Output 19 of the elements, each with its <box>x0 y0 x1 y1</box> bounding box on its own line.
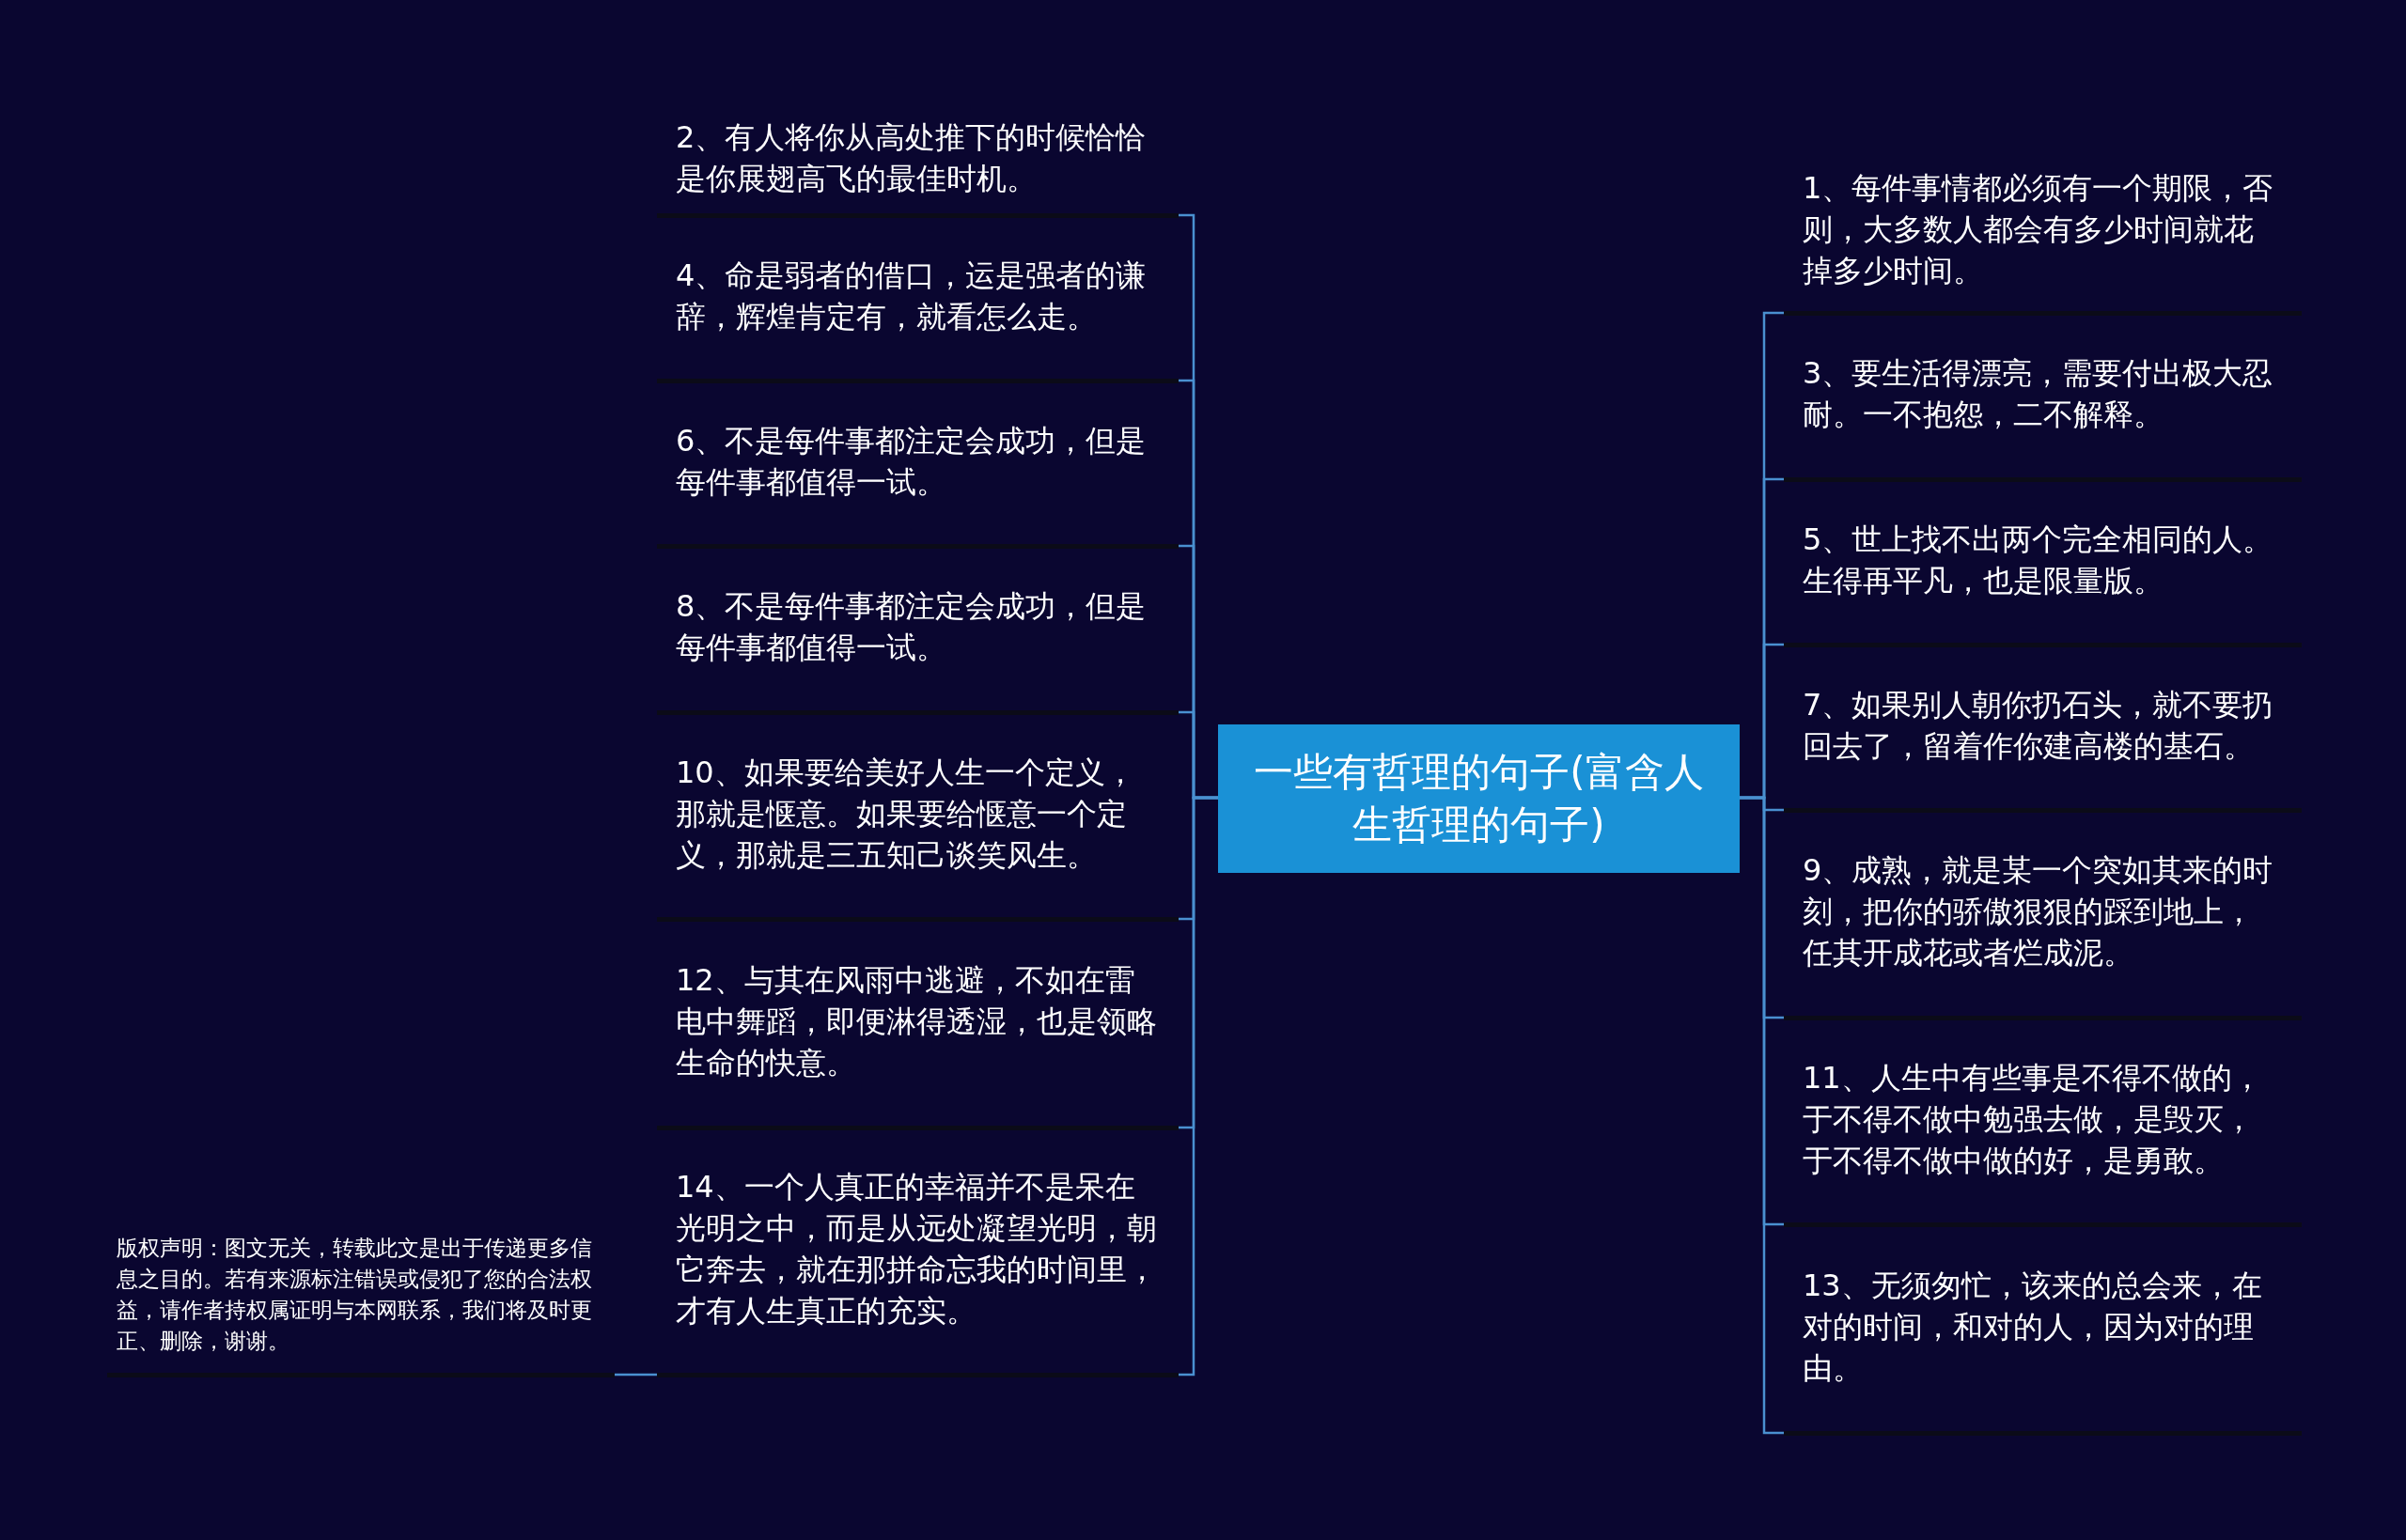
sentence-text: 4、命是弱者的借口，运是强者的谦辞，辉煌肯定有，就看怎么走。 <box>657 218 1179 383</box>
topic-box: 一些有哲理的句子(富含人生哲理的句子) <box>1218 724 1740 873</box>
sentence-text: 11、人生中有些事是不得不做的，于不得不做中勉强去做，是毁灭，于不得不做中做的好，是勇敢。 <box>1784 1020 2302 1227</box>
sentence-text: 14、一个人真正的幸福并不是呆在光明之中，而是从远处凝望光明，朝它奔去，就在那拼命忘我的时间里，才有人生真正的充实。 <box>657 1130 1179 1377</box>
connector-line <box>1740 796 1784 1435</box>
sentence-text: 3、要生活得漂亮，需要付出极大忍耐。一不抱怨，二不解释。 <box>1784 316 2302 482</box>
sentence-text: 7、如果别人朝你扔石头，就不要扔回去了，留着作你建高楼的基石。 <box>1784 647 2302 813</box>
connector-line <box>1179 796 1218 1377</box>
sentence-text: 6、不是每件事都注定会成功，但是每件事都值得一试。 <box>657 383 1179 549</box>
sentence-text: 2、有人将你从高处推下的时候恰恰是你展翅高飞的最佳时机。 <box>657 107 1179 218</box>
connector-line <box>615 1373 657 1377</box>
sentence-text: 12、与其在风雨中逃避，不如在雷电中舞蹈，即便淋得透湿，也是领略生命的快意。 <box>657 922 1179 1130</box>
sentence-text: 1、每件事情都必须有一个期限，否则，大多数人都会有多少时间就花掉多少时间。 <box>1784 153 2302 316</box>
copyright-note: 版权声明：图文无关，转载此文是出于传递更多信息之目的。若有来源标注错误或侵犯了您的合法权益，请作者持权属证明与本网联系，我们将及时更正、删除，谢谢。 <box>107 1221 615 1377</box>
sentence-text: 9、成熟，就是某一个突如其来的时刻，把你的骄傲狠狠的踩到地上，任其开成花或者烂成泥。 <box>1784 813 2302 1020</box>
sentence-text: 5、世上找不出两个完全相同的人。生得再平凡，也是限量版。 <box>1784 482 2302 647</box>
sentence-text: 8、不是每件事都注定会成功，但是每件事都值得一试。 <box>657 549 1179 715</box>
sentence-text: 10、如果要给美好人生一个定义，那就是惬意。如果要给惬意一个定义，那就是三五知己谈笑风生。 <box>657 715 1179 922</box>
sentence-text: 13、无须匆忙，该来的总会来，在对的时间，和对的人，因为对的理由。 <box>1784 1227 2302 1436</box>
